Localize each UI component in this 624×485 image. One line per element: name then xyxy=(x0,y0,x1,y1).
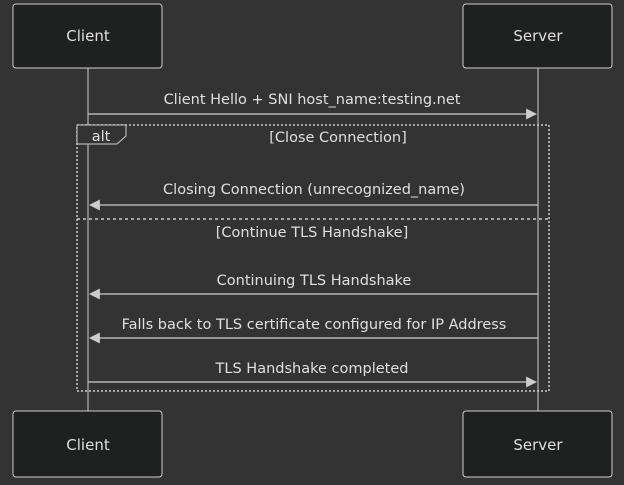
alt-keyword: alt xyxy=(92,129,111,145)
server-actor-bottom: Server xyxy=(462,410,613,478)
alt-frame-tab: alt xyxy=(76,124,127,145)
client-actor-bottom: Client xyxy=(12,410,163,478)
alt-frame xyxy=(76,124,550,392)
client-actor-top-label: Client xyxy=(66,27,110,45)
message-5-label: TLS Handshake completed xyxy=(215,361,409,377)
server-actor-top-label: Server xyxy=(513,27,563,45)
client-actor-bottom-label: Client xyxy=(66,436,110,454)
message-2-label: Closing Connection (unrecognized_name) xyxy=(163,182,465,198)
server-actor-bottom-label: Server xyxy=(513,436,563,454)
client-actor-top: Client xyxy=(12,3,163,69)
alt-condition-1: [Close Connection] xyxy=(269,130,406,146)
message-3-label: Continuing TLS Handshake xyxy=(217,273,412,289)
message-4-label: Falls back to TLS certificate configured… xyxy=(122,317,507,333)
server-actor-top: Server xyxy=(462,3,613,69)
message-1-label: Client Hello + SNI host_name:testing.net xyxy=(164,92,461,108)
alt-condition-2: [Continue TLS Handshake] xyxy=(216,225,409,241)
